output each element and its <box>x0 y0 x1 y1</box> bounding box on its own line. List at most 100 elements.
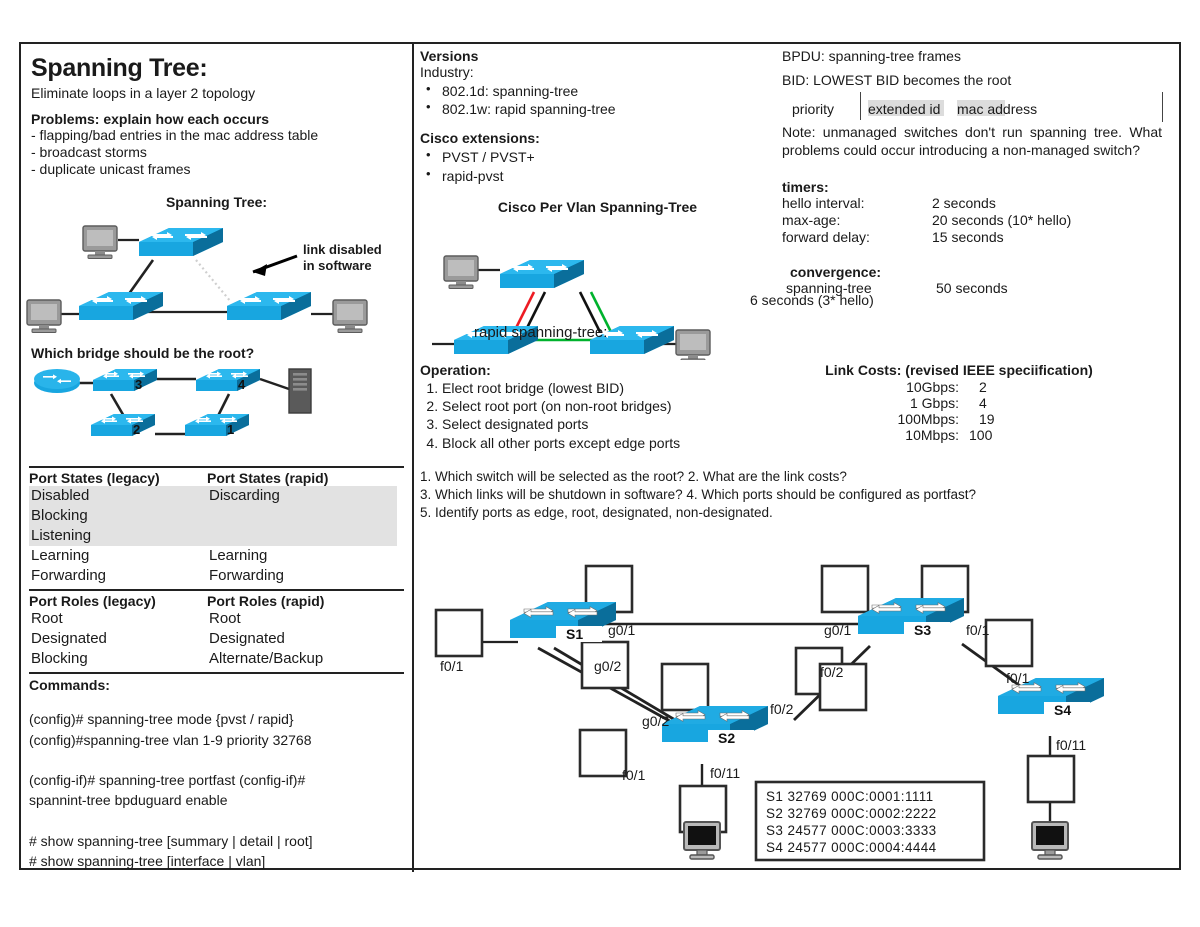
answer-box <box>660 662 710 712</box>
bpdu-line: BPDU: spanning-tree frames <box>782 48 961 64</box>
link-cost-row: 1 Gbps: 4 <box>879 395 1039 411</box>
root-switch-label: 1 <box>227 422 234 437</box>
bid-extended-id-label: extended id <box>868 101 941 117</box>
operation-step: Select root port (on non-root bridges) <box>442 397 800 415</box>
command-line: spannint-tree bpduguard enable <box>29 792 228 809</box>
command-line: # show spanning-tree [summary | detail |… <box>29 833 313 850</box>
state-cell: Forwarding <box>31 567 107 585</box>
pvst-diagram: rapid spanning-tree: <box>414 240 814 365</box>
pc-on-s4 <box>1031 821 1069 860</box>
port-label: f0/2 <box>770 701 794 717</box>
command-line: (config-if)# spanning-tree portfast (con… <box>29 772 306 789</box>
role-cell: Root <box>209 610 241 628</box>
left-column: Spanning Tree: Eliminate loops in a laye… <box>21 44 412 872</box>
state-cell: Learning <box>209 547 268 565</box>
cisco-extensions-list: PVST / PVST+ rapid-pvst <box>420 147 775 184</box>
operation-step: Select designated ports <box>442 415 800 433</box>
answer-box <box>820 564 870 614</box>
port-states-table: Port States (legacy) Port States (rapid)… <box>21 466 412 586</box>
role-cell: Blocking <box>31 650 88 668</box>
bid-extended-id-shade <box>868 100 944 116</box>
timer-row: max-age: 20 seconds (10* hello) <box>782 212 1071 229</box>
port-label: g0/1 <box>608 622 635 638</box>
answer-box <box>984 618 1034 668</box>
link-speed: 1 Gbps: <box>909 395 959 411</box>
versions-block: Versions Industry: 802.1d: spanning-tree… <box>420 48 775 215</box>
column-divider <box>412 44 414 872</box>
port-label: f0/1 <box>440 658 464 674</box>
state-cell: Blocking <box>29 506 207 527</box>
right-column: Versions Industry: 802.1d: spanning-tree… <box>414 44 1181 872</box>
link-cost-row: 10Mbps: 100 <box>879 427 1039 443</box>
link-speed: 10Gbps: <box>906 379 959 395</box>
bid-field-bar: priority extended id mac address <box>782 92 1177 122</box>
root-switch-label: 3 <box>135 377 142 392</box>
rapid-convergence-value: 6 seconds (3* hello) <box>750 292 874 308</box>
port-states-legacy-header: Port States (legacy) <box>29 470 160 487</box>
exercise-topology: S1 S2 S3 S4 g0/1 g0/2 f0/1 g0/2 f0/1 f0/… <box>414 524 1181 869</box>
role-cell: Alternate/Backup <box>209 650 324 668</box>
link-disabled-note-line2: in software <box>303 258 372 273</box>
convergence-name: spanning-tree <box>786 280 872 296</box>
state-cell: Forwarding <box>209 567 285 585</box>
exercise-topology-svg: S1 S2 S3 S4 g0/1 g0/2 f0/1 g0/2 f0/1 f0/… <box>434 564 1105 862</box>
operation-heading: Operation: <box>420 362 491 378</box>
link-cost: 2 <box>979 379 987 395</box>
port-label: f0/1 <box>1006 670 1030 686</box>
pc-on-s2 <box>683 821 721 860</box>
convergence-heading: convergence: <box>790 264 882 280</box>
industry-item: 802.1d: spanning-tree <box>426 81 775 100</box>
link-cost: 4 <box>979 395 987 411</box>
port-roles-table: Port Roles (legacy) Port Roles (rapid) R… <box>21 589 412 669</box>
timers-heading: timers: <box>782 179 829 195</box>
bid-mac-shade <box>957 100 1005 116</box>
answer-box <box>1026 754 1076 804</box>
port-label: g0/1 <box>824 622 851 638</box>
state-cell-empty <box>207 506 397 527</box>
command-spacer <box>29 750 404 770</box>
role-cell: Designated <box>31 630 107 648</box>
answer-box <box>818 662 868 712</box>
link-disabled-note-line1: link disabled <box>303 242 382 257</box>
command-line: (config)# spanning-tree mode {pvst / rap… <box>29 711 294 728</box>
pvst-diagram-svg <box>432 255 711 364</box>
page-title: Spanning Tree: <box>31 54 208 82</box>
operation-step: Block all other ports except edge ports <box>442 434 800 452</box>
port-label: f0/1 <box>622 767 646 783</box>
spanning-tree-diagram-svg: link disabled in software <box>26 225 382 334</box>
role-cell: Root <box>31 610 63 628</box>
rapid-spanning-tree-overlay-label: rapid spanning-tree: <box>474 324 608 341</box>
problems-heading: Problems: explain how each occurs <box>31 111 270 127</box>
bid-line: BID: LOWEST BID becomes the root <box>782 72 1012 88</box>
link-cost-row: 100Mbps: 19 <box>879 411 1039 427</box>
convergence-row: spanning-tree 50 seconds <box>786 280 1008 297</box>
commands-heading: Commands: <box>29 677 110 694</box>
commands-section: Commands: (config)# spanning-tree mode {… <box>21 672 412 871</box>
port-states-body: Disabled Blocking Listening Learning For… <box>29 486 404 586</box>
switch-label-s4: S4 <box>1054 702 1071 718</box>
timer-name: max-age: <box>782 212 841 228</box>
bpdu-block: BPDU: spanning-tree frames BID: LOWEST B… <box>750 48 1177 308</box>
quiz-block: 1. Which switch will be selected as the … <box>420 468 1120 522</box>
timer-name: forward delay: <box>782 229 870 245</box>
port-roles-body: Root Designated Blocking Root Designated… <box>29 609 404 669</box>
switch-label-s1: S1 <box>566 626 583 642</box>
switch-label-s2: S2 <box>718 730 735 746</box>
root-question: Which bridge should be the root? <box>31 345 255 362</box>
industry-item: 802.1w: rapid spanning-tree <box>426 99 775 118</box>
timer-row: forward delay: 15 seconds <box>782 229 1071 246</box>
state-cell: Learning <box>31 547 90 565</box>
unmanaged-switch-note: Note: unmanaged switches don't run spann… <box>782 124 1162 158</box>
operation-list: Elect root bridge (lowest BID) Select ro… <box>420 379 800 452</box>
root-switch-label: 4 <box>238 377 246 392</box>
root-bridge-diagram-svg: 3 4 2 1 <box>34 368 312 437</box>
bid-table-row: S3 24577 000C:0003:3333 <box>766 823 937 838</box>
page-subtitle: Eliminate loops in a layer 2 topology <box>31 85 256 101</box>
command-line: (config)#spanning-tree vlan 1-9 priority… <box>29 731 312 748</box>
port-roles-rapid-header: Port Roles (rapid) <box>207 593 325 610</box>
worksheet-sheet: Spanning Tree: Eliminate loops in a laye… <box>19 42 1181 872</box>
answer-box <box>434 608 484 658</box>
switch-label-s3: S3 <box>914 622 931 638</box>
spanning-tree-diagram: link disabled in software <box>21 210 412 345</box>
convergence-value: 50 seconds <box>936 280 1008 296</box>
